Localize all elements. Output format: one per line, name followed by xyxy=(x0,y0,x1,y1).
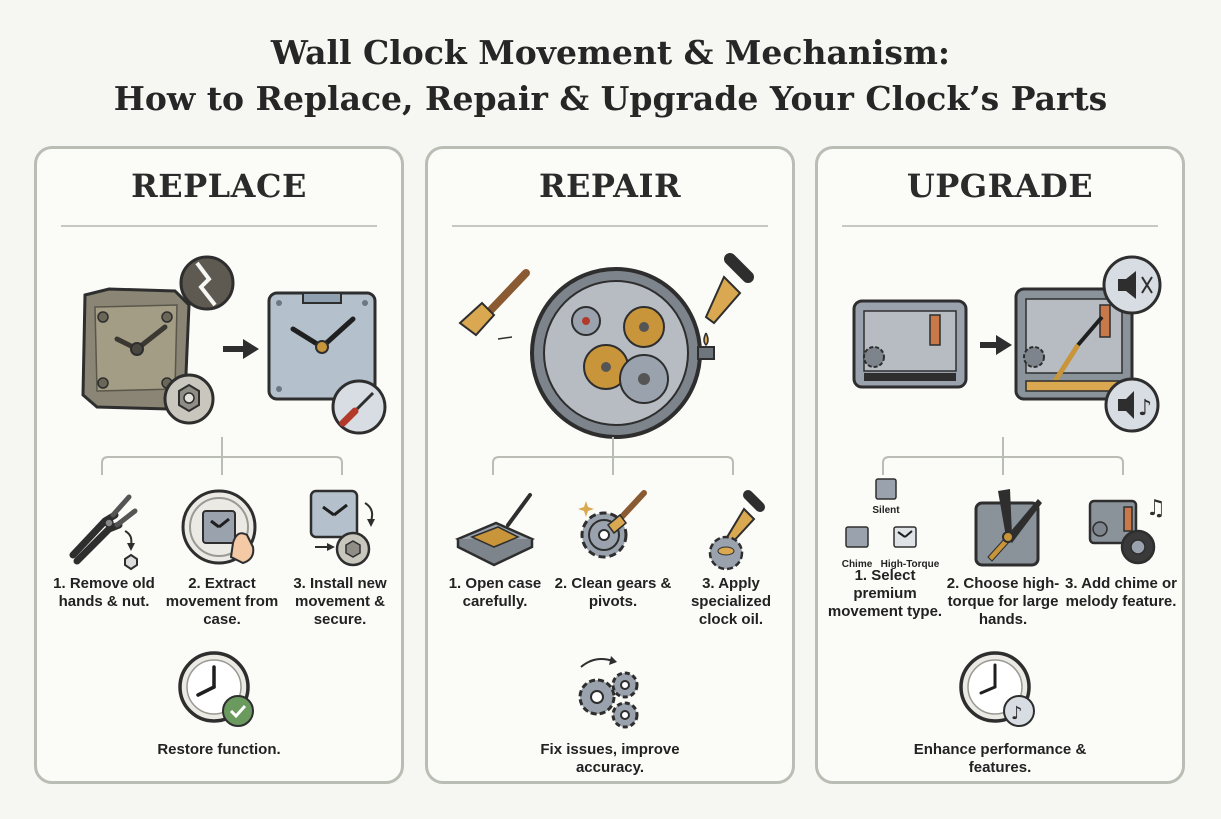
hex-nut-icon xyxy=(163,373,215,425)
panel-heading-upgrade: UPGRADE xyxy=(906,167,1094,205)
replace-panel: REPLACE xyxy=(34,146,404,784)
upgrade-hero-illustration: ♪ xyxy=(852,255,1162,433)
brush-icon xyxy=(458,269,530,340)
repair-steps: 1. Open case carefully. 2. Clean gears &… xyxy=(428,485,792,645)
open-case-icon xyxy=(455,493,535,567)
step-text: 2. Extract movement from case. xyxy=(165,575,279,628)
step-clean-gears: 2. Clean gears & pivots. xyxy=(554,485,672,611)
divider xyxy=(452,225,768,227)
install-movement-icon xyxy=(309,489,375,567)
divider xyxy=(61,225,377,227)
step-text: 3. Install new movement & secure. xyxy=(293,575,387,628)
step-text: 2. Choose high-torque for large hands. xyxy=(946,575,1060,628)
title-line-1: Wall Clock Movement & Mechanism: xyxy=(270,33,951,72)
large-hands-icon xyxy=(974,489,1042,567)
label-chime: Chime xyxy=(842,559,873,570)
step-apply-oil: 3. Apply specialized clock oil. xyxy=(672,485,790,629)
step-open-case: 1. Open case carefully. xyxy=(436,485,554,611)
replace-hero-illustration xyxy=(81,255,387,435)
repair-summary: Fix issues, improve accuracy. xyxy=(428,649,792,777)
brush-gear-icon xyxy=(578,490,647,559)
chime-speaker-icon: ♫ xyxy=(1088,496,1166,565)
pliers-icon xyxy=(69,494,138,571)
step-remove-hands: 1. Remove old hands & nut. xyxy=(45,485,163,611)
dropper-icon xyxy=(703,253,754,347)
movement-types-icon: Silent Chime High-Torque xyxy=(842,478,940,570)
open-watch-mechanism-icon xyxy=(530,267,715,439)
screwdriver-icon xyxy=(331,379,387,435)
step-text: 1. Select premium movement type. xyxy=(827,567,943,620)
broken-gear-icon xyxy=(179,255,235,311)
clock-extract-icon xyxy=(181,489,257,565)
step-text: 3. Apply specialized clock oil. xyxy=(690,575,772,628)
clock-music-icon: ♪ xyxy=(959,651,1035,727)
steps-connector xyxy=(101,437,343,475)
speaker-music-icon: ♪ xyxy=(1104,377,1160,433)
repair-panel: REPAIR xyxy=(425,146,795,784)
replace-summary: Restore function. xyxy=(37,649,401,759)
svg-text:♫: ♫ xyxy=(1146,496,1166,521)
steps-connector xyxy=(492,437,734,475)
summary-text: Enhance performance & features. xyxy=(913,741,1087,776)
panel-heading-replace: REPLACE xyxy=(131,167,307,205)
label-silent: Silent xyxy=(872,505,900,516)
summary-text: Restore function. xyxy=(157,741,281,758)
arrow-right-icon xyxy=(223,339,259,359)
step-choose-torque: 2. Choose high-torque for large hands. xyxy=(944,485,1062,629)
gears-cycle-icon xyxy=(578,656,639,729)
new-movement-icon xyxy=(267,291,377,401)
mute-speaker-icon xyxy=(1102,255,1162,315)
standard-movement-icon xyxy=(852,299,968,389)
repair-hero-illustration xyxy=(458,253,754,439)
panel-heading-repair: REPAIR xyxy=(538,167,682,205)
summary-text: Fix issues, improve accuracy. xyxy=(540,741,680,776)
step-install-movement: 3. Install new movement & secure. xyxy=(281,485,399,629)
arrow-right-icon xyxy=(980,335,1012,355)
label-high-torque: High-Torque xyxy=(881,559,940,570)
upgrade-steps: Silent Chime High-Torque 1. Select premi… xyxy=(818,478,1182,645)
steps-connector xyxy=(882,437,1124,475)
step-add-chime: ♫ 3. Add chime or melody feature. xyxy=(1062,485,1180,611)
oil-dropper-icon xyxy=(708,490,765,571)
replace-steps: 1. Remove old hands & nut. 2. Extract mo… xyxy=(37,485,401,645)
step-text: 3. Add chime or melody feature. xyxy=(1065,575,1177,610)
page-title: Wall Clock Movement & Mechanism: How to … xyxy=(0,30,1221,122)
step-select-movement: Silent Chime High-Torque 1. Select premi… xyxy=(826,475,944,621)
step-text: 1. Remove old hands & nut. xyxy=(53,575,155,610)
svg-text:♪: ♪ xyxy=(1011,703,1023,724)
upgrade-panel: UPGRADE xyxy=(815,146,1185,784)
clock-check-icon xyxy=(178,651,254,727)
step-text: 2. Clean gears & pivots. xyxy=(554,575,672,610)
step-extract-movement: 2. Extract movement from case. xyxy=(163,485,281,629)
divider xyxy=(842,225,1158,227)
svg-text:♪: ♪ xyxy=(1138,396,1152,421)
upgrade-summary: ♪ Enhance performance & features. xyxy=(818,649,1182,777)
old-movement-icon xyxy=(81,287,191,411)
title-line-2: How to Replace, Repair & Upgrade Your Cl… xyxy=(113,79,1108,118)
step-text: 1. Open case carefully. xyxy=(448,575,542,610)
